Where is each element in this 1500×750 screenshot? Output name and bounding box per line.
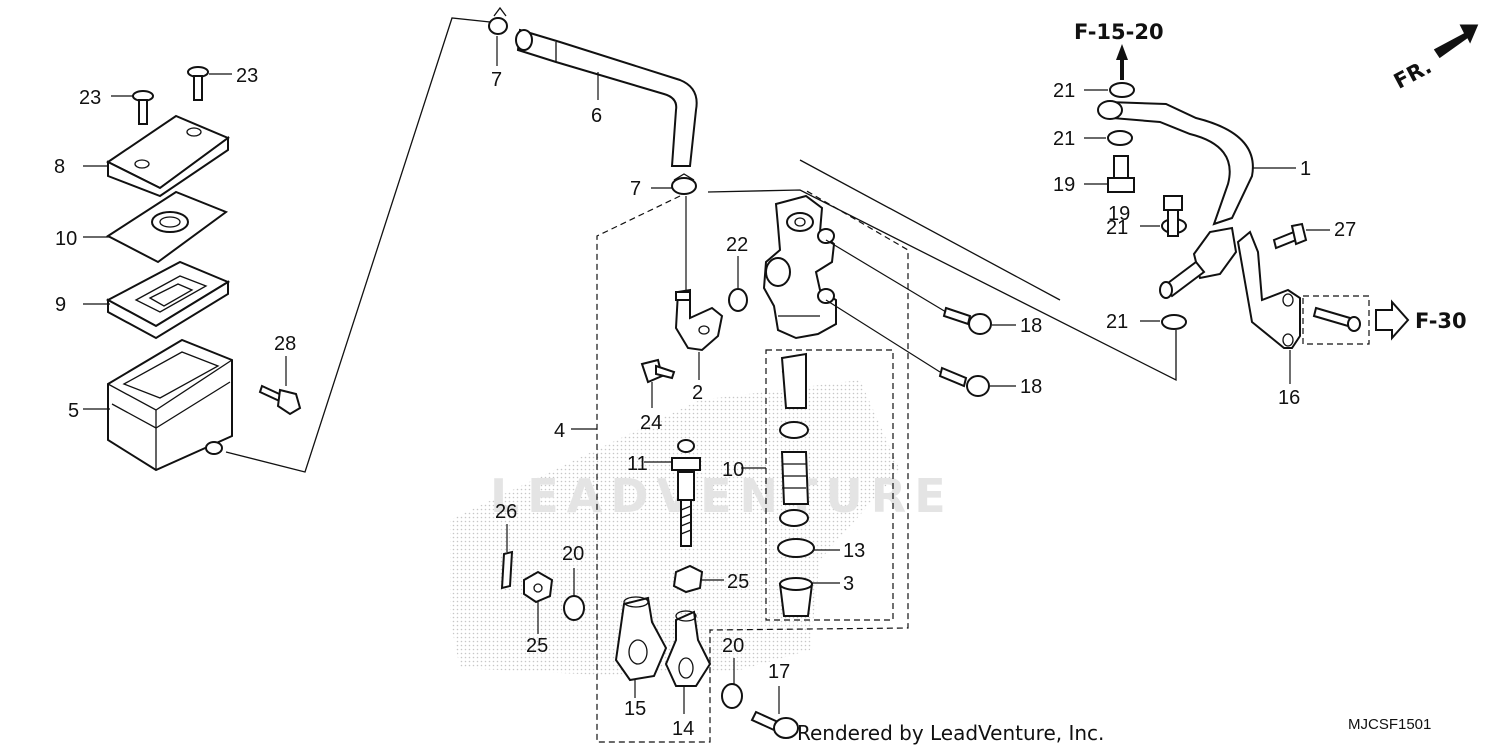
reservoir-body[interactable]	[107, 338, 233, 472]
callout-19-upper: 19	[1053, 174, 1075, 196]
callout-4: 4	[554, 420, 565, 442]
piston-cup[interactable]	[779, 421, 809, 439]
oil-bolt-19-upper[interactable]	[1107, 155, 1135, 193]
callout-21-c: 21	[1106, 217, 1128, 239]
front-label: FR.	[1390, 54, 1436, 93]
hose-bracket[interactable]	[1236, 230, 1301, 349]
callout-24: 24	[640, 412, 662, 434]
bolt-24[interactable]	[640, 358, 676, 384]
clevis-joint-14[interactable]	[664, 610, 712, 687]
reservoir-hose[interactable]	[515, 28, 698, 167]
callout-17: 17	[768, 661, 790, 683]
watermark-text: LEADVENTURE	[490, 469, 954, 523]
callout-21-b: 21	[1053, 128, 1075, 150]
group-box-8	[765, 349, 894, 621]
bolt-18-lower[interactable]	[938, 366, 990, 397]
callout-21-d: 21	[1106, 311, 1128, 333]
bolt-f30[interactable]	[1312, 306, 1361, 332]
clip-7-top[interactable]	[488, 6, 508, 35]
callout-25-left: 25	[526, 635, 548, 657]
callout-5: 5	[68, 400, 79, 422]
master-cylinder-body[interactable]	[762, 194, 837, 340]
reservoir-cap[interactable]	[106, 114, 231, 198]
diaphragm-plate[interactable]	[106, 190, 229, 264]
callout-20-left: 20	[562, 543, 584, 565]
callout-27: 27	[1334, 219, 1356, 241]
snap-ring-13[interactable]	[777, 538, 815, 558]
diaphragm[interactable]	[105, 260, 231, 340]
washer-21-a[interactable]	[1109, 82, 1135, 98]
bolt-28[interactable]	[258, 384, 302, 416]
oil-bolt-19-lower[interactable]	[1163, 195, 1183, 237]
callout-8: 10	[722, 459, 744, 481]
o-ring-22[interactable]	[728, 288, 748, 312]
washer-21-d[interactable]	[1161, 314, 1187, 330]
nut-25-left[interactable]	[523, 570, 554, 604]
clevis-joint-15[interactable]	[614, 596, 668, 682]
callout-2: 2	[692, 382, 703, 404]
clip-7-mid[interactable]	[671, 173, 697, 195]
washer-20-left[interactable]	[563, 595, 585, 621]
callout-3: 3	[843, 573, 854, 595]
ref-arrow-right[interactable]	[1375, 299, 1410, 341]
callout-7-mid: 7	[630, 178, 641, 200]
callout-7-top: 7	[491, 69, 502, 91]
piston-seal[interactable]	[779, 509, 809, 527]
watermark: LEADVENTURE	[450, 380, 954, 675]
callout-15: 15	[624, 698, 646, 720]
piston-spring[interactable]	[780, 352, 807, 409]
callout-14: 14	[672, 718, 694, 740]
callout-23-right: 23	[236, 65, 258, 87]
front-arrow	[1433, 24, 1479, 59]
piston[interactable]	[780, 451, 810, 505]
callout-20-right: 20	[722, 635, 744, 657]
callout-1: 1	[1300, 158, 1311, 180]
hose-joint[interactable]	[674, 288, 724, 352]
callout-6: 6	[591, 105, 602, 127]
callout-26: 26	[495, 501, 517, 523]
diagram-code: MJCSF1501	[1348, 716, 1431, 733]
callout-25-right: 25	[727, 571, 749, 593]
callout-10: 8	[54, 156, 65, 178]
nut-25-right[interactable]	[672, 564, 704, 594]
bolt-18-upper[interactable]	[942, 306, 992, 335]
callout-28: 28	[274, 333, 296, 355]
callout-18-upper: 18	[1020, 315, 1042, 337]
boot-3[interactable]	[778, 577, 814, 617]
credit-text: Rendered by LeadVenture, Inc.	[797, 721, 1104, 745]
screw-23-right[interactable]	[187, 66, 209, 101]
callout-12: 10	[55, 228, 77, 250]
washer-20-right[interactable]	[721, 683, 743, 709]
ref-label-right[interactable]: F-30	[1415, 309, 1467, 333]
ref-label-up[interactable]: F-15-20	[1074, 20, 1164, 44]
callout-13: 13	[843, 540, 865, 562]
brake-hose[interactable]	[1097, 100, 1254, 299]
callout-11: 9	[55, 294, 66, 316]
bolt-27[interactable]	[1272, 222, 1308, 250]
ref-arrow-up[interactable]	[1116, 44, 1128, 80]
screw-23-left[interactable]	[132, 90, 154, 125]
callout-16: 16	[1278, 387, 1300, 409]
callout-18-lower: 18	[1020, 376, 1042, 398]
bolt-17[interactable]	[750, 710, 799, 739]
washer-21-b[interactable]	[1107, 130, 1133, 146]
cotter-pin[interactable]	[500, 550, 514, 590]
callout-23-left: 23	[79, 87, 101, 109]
callout-9: 11	[627, 453, 648, 475]
push-rod[interactable]	[671, 439, 701, 547]
group-box-f30	[1302, 295, 1370, 345]
callout-22: 22	[726, 234, 748, 256]
callout-21-a: 21	[1053, 80, 1075, 102]
callout-19-lower: 19	[1108, 203, 1130, 225]
